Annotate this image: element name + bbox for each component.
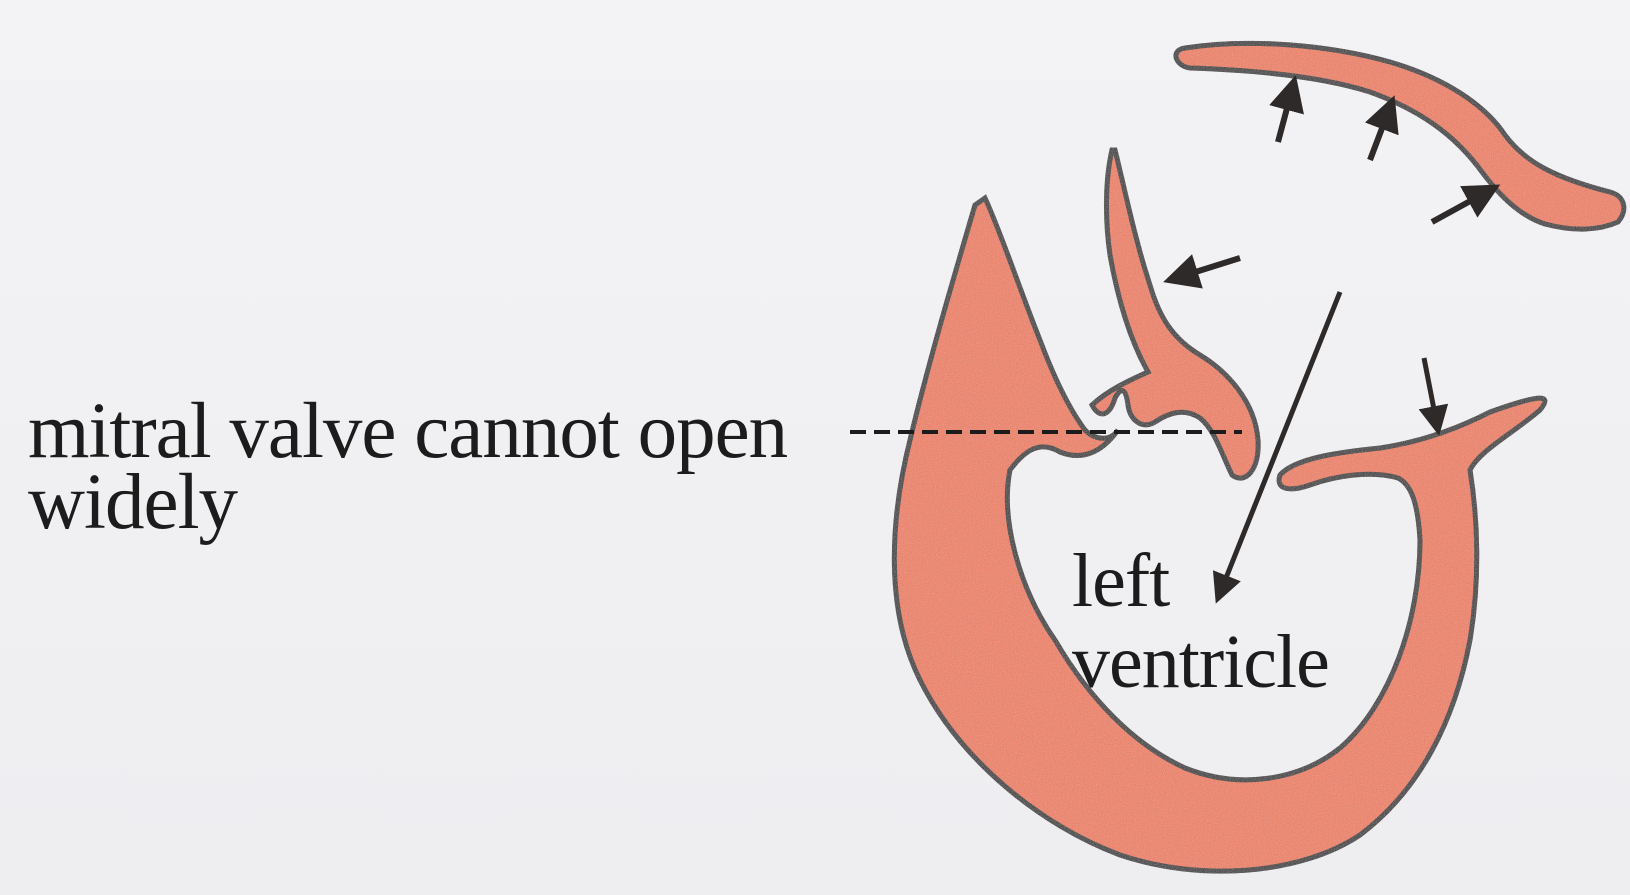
mitral-valve-leaflet <box>1092 150 1258 478</box>
vessel-wall-top <box>1176 43 1624 229</box>
arrow-left <box>1170 258 1240 280</box>
mitral-valve-label-continued: widely <box>28 463 237 542</box>
left-ventricle-wall <box>894 198 1545 871</box>
left-ventricle-label: left <box>1072 543 1169 619</box>
arrow-up-left <box>1278 82 1294 142</box>
arrow-right <box>1432 188 1494 222</box>
arrow-down <box>1424 358 1438 430</box>
arrow-up-right <box>1370 102 1392 160</box>
left-ventricle-label-continued: ventricle <box>1072 624 1329 700</box>
